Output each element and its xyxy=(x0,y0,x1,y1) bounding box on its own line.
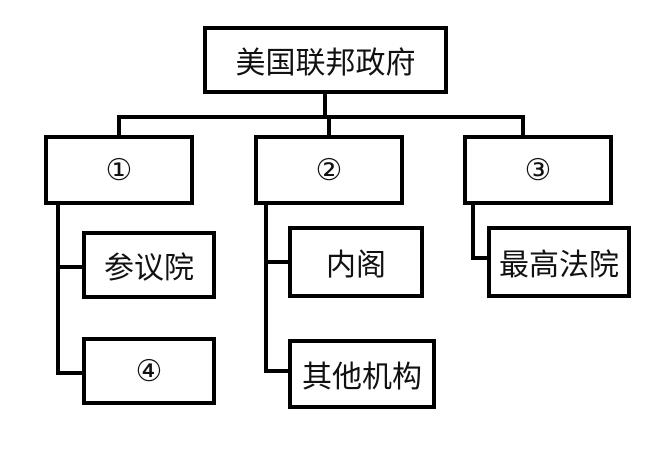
leaf-node-other-agencies: 其他机构 xyxy=(288,339,436,409)
branch-node-3: ③ xyxy=(463,135,613,205)
leaf-node-senate: 参议院 xyxy=(82,231,216,299)
branch-node-2: ② xyxy=(254,135,404,205)
leaf-node-cabinet: 内阁 xyxy=(288,226,424,298)
leaf-node-supreme-court: 最高法院 xyxy=(487,226,631,298)
root-node: 美国联邦政府 xyxy=(203,26,448,94)
branch-node-1: ① xyxy=(44,135,194,205)
leaf-node-four: ④ xyxy=(82,337,216,405)
